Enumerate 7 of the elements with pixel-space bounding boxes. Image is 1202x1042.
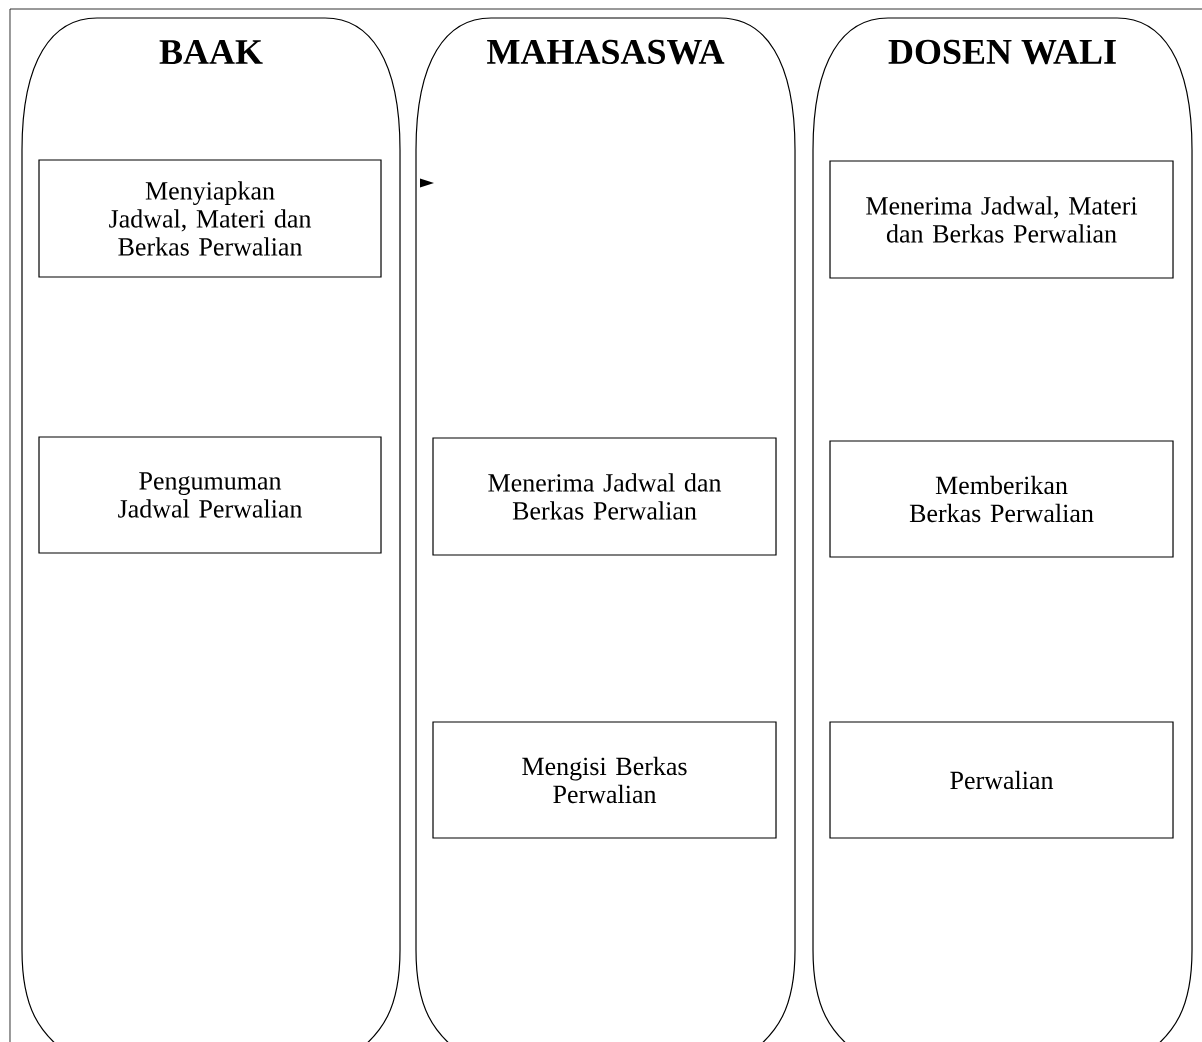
process-box: Perwalian [829,721,1174,839]
process-box: Pengumuman Jadwal Perwalian [38,436,382,554]
process-box: Mengisi Berkas Perwalian [432,721,777,839]
process-box: Menerima Jadwal, Materi dan Berkas Perwalian [829,160,1174,279]
process-box: Memberikan Berkas Perwalian [829,440,1174,558]
process-box: Menyiapkan Jadwal, Materi dan Berkas Perwalian [38,159,382,278]
process-box: Menerima Jadwal dan Berkas Perwalian [432,437,777,556]
